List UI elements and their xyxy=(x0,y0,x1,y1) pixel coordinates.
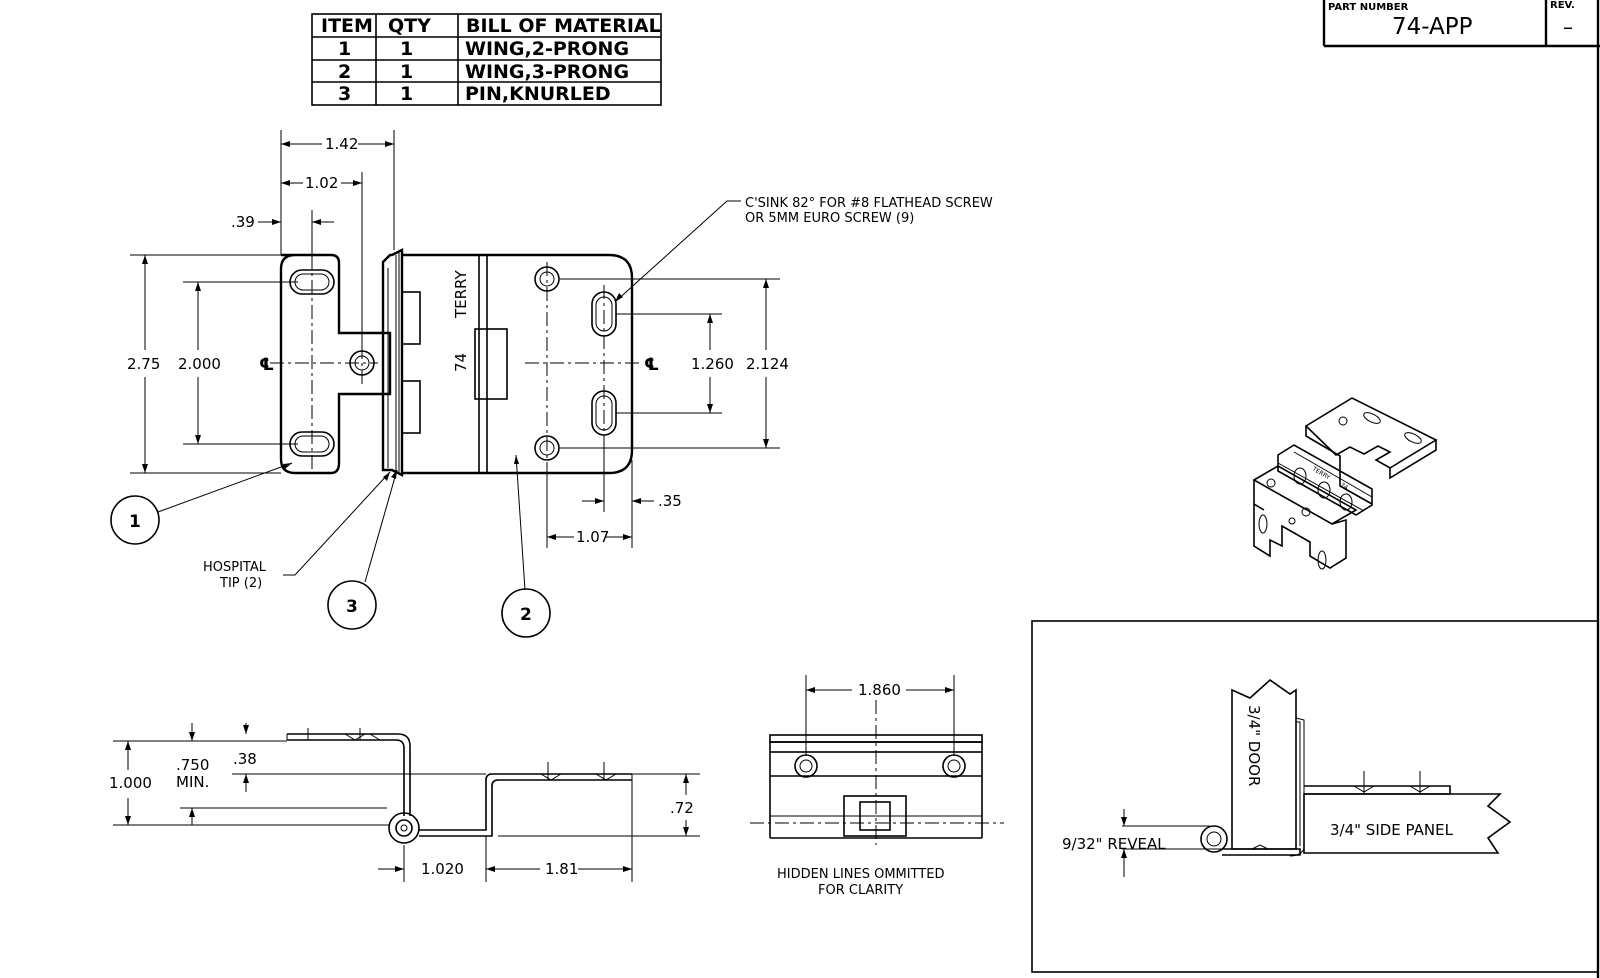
balloon-3-label: 3 xyxy=(346,597,358,617)
bom-row-desc: WING,3-PRONG xyxy=(465,61,629,83)
part-number-label: PART NUMBER xyxy=(1328,2,1409,13)
bom-row-desc: PIN,KNURLED xyxy=(465,83,611,105)
end-view-note-line1: HIDDEN LINES OMMITTED xyxy=(777,867,944,882)
dim-min-line1: .750 xyxy=(176,756,209,774)
balloon-1 xyxy=(110,495,160,545)
bom-header-desc: BILL OF MATERIAL xyxy=(466,15,661,37)
bom-row-item: 1 xyxy=(338,38,351,60)
dim-slot-to-pin: 1.02 xyxy=(305,174,338,192)
bom-row-item: 3 xyxy=(338,83,351,105)
bom-header-qty: QTY xyxy=(388,15,431,37)
svg-text:74: 74 xyxy=(1339,482,1349,492)
rev-value: – xyxy=(1563,15,1573,39)
dim-hole-spacing-right: 2.124 xyxy=(746,355,789,373)
dim-wing-length: 1.81 xyxy=(545,860,578,878)
dim-min-line2: MIN. xyxy=(176,773,209,791)
bom-row-qty: 1 xyxy=(400,38,413,60)
front-view: TERRY 74 xyxy=(110,130,993,638)
balloon-1-label: 1 xyxy=(129,512,141,532)
door-label: 3/4" DOOR xyxy=(1245,705,1263,786)
panel-label: 3/4" SIDE PANEL xyxy=(1330,821,1454,839)
bom-header-item: ITEM xyxy=(321,15,373,37)
balloon-3 xyxy=(327,580,377,630)
isometric-view: TERRY 74 xyxy=(1252,397,1438,570)
note-tip-line2: TIP (2) xyxy=(219,576,262,591)
dim-hole-spacing-end: 1.860 xyxy=(858,681,901,699)
dim-slot-spacing-left: 2.000 xyxy=(178,355,221,373)
end-view: 1.860 HIDDEN LINES OMMITTED FOR CLARITY xyxy=(750,675,1004,898)
bom-row-desc: WING,2-PRONG xyxy=(465,38,629,60)
bom-table: ITEM QTY BILL OF MATERIAL 1 1 WING,2-PRO… xyxy=(311,13,662,106)
dim-slot-spacing-right: 1.260 xyxy=(691,355,734,373)
end-view-note-line2: FOR CLARITY xyxy=(818,883,903,898)
note-countersink-line1: C'SINK 82° FOR #8 FLATHEAD SCREW xyxy=(745,196,993,211)
bom-row-qty: 1 xyxy=(400,83,413,105)
balloon-2-label: 2 xyxy=(520,605,532,625)
dim-overall-width: 1.42 xyxy=(325,135,358,153)
bom-row-item: 2 xyxy=(338,61,351,83)
dim-right-wing-width: 1.07 xyxy=(576,528,609,546)
part-number: 74-APP xyxy=(1392,14,1473,40)
dim-height: 2.75 xyxy=(127,355,160,373)
rev-label: REV. xyxy=(1550,0,1575,11)
balloon-2 xyxy=(501,588,551,638)
bom-row-qty: 1 xyxy=(400,61,413,83)
centerline-symbol-right: ℄ xyxy=(644,355,659,375)
install-view: 3/4" DOOR 3/4" SIDE PANEL 9/32" REVEAL xyxy=(1031,620,1599,973)
dim-flange: .38 xyxy=(233,750,257,768)
dim-overall-height: 1.000 xyxy=(109,774,152,792)
reveal-label: 9/32" REVEAL xyxy=(1062,835,1166,853)
note-tip-line1: HOSPITAL xyxy=(203,560,267,575)
dim-slot-offset: .39 xyxy=(231,213,255,231)
dim-right-height: .72 xyxy=(670,799,694,817)
stamp-number: 74 xyxy=(452,353,470,372)
dim-pin-offset: 1.020 xyxy=(421,860,464,878)
note-countersink-line2: OR 5MM EURO SCREW (9) xyxy=(745,211,914,226)
side-view: 1.000 .750 MIN. .38 .72 1.020 1.81 xyxy=(109,723,700,882)
stamp-brand: TERRY xyxy=(452,269,470,319)
centerline-symbol-left: ℄ xyxy=(259,355,274,375)
dim-right-slot-offset: .35 xyxy=(658,492,682,510)
